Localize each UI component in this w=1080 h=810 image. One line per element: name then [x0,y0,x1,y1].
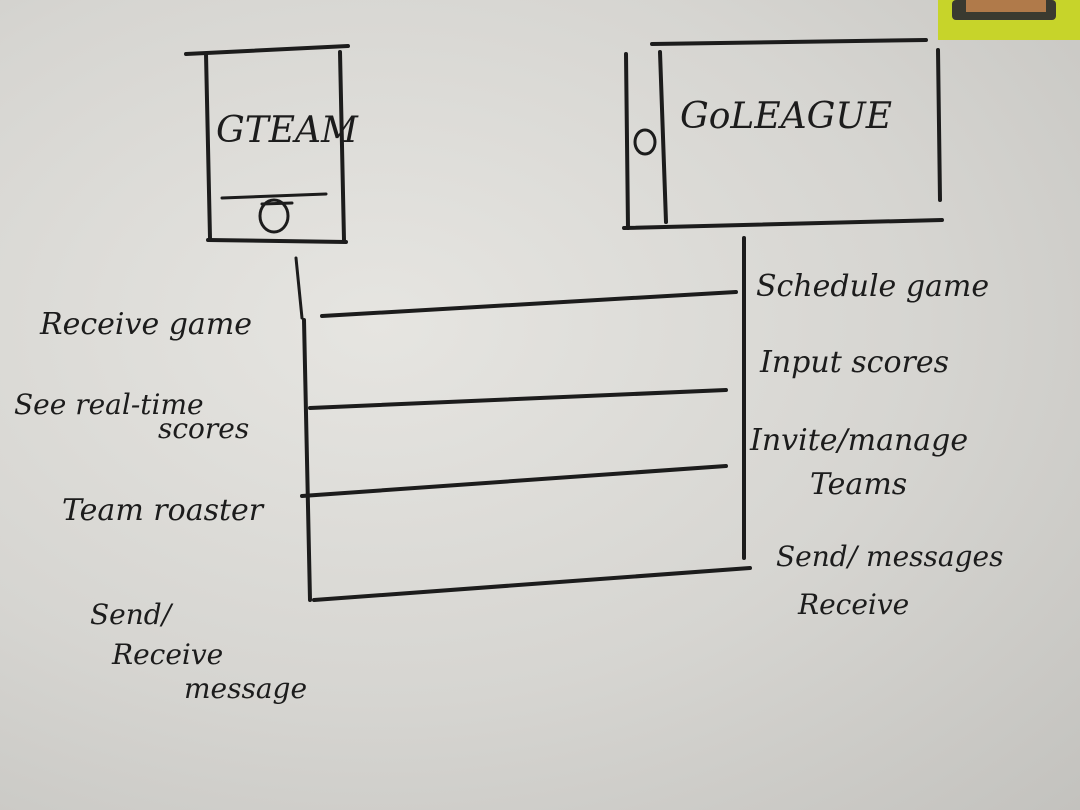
gleague-home-button-icon [635,130,655,154]
label-input-scores: Input scores [759,345,949,380]
label-schedule-game: Schedule game [756,269,989,304]
label-team-roster: Team roaster [62,493,265,528]
label-invite-manage-line1: Invite/manage [749,423,968,458]
label-send-messages-line1: Send/ messages [776,540,1003,573]
gleague-title: GoLEAGUE [680,96,892,137]
magnet-eraser [938,0,1080,40]
gteam-title: GTEAM [216,110,359,151]
label-see-scores-line2: scores [158,412,249,445]
label-send-receive-line1: Send/ [90,598,174,631]
label-invite-manage-line2: Teams [810,467,907,502]
label-send-receive-line2: Receive [111,638,223,671]
label-send-messages-line2: Receive [797,588,909,621]
label-send-receive-line3: message [184,672,307,705]
gteam-home-button-icon [260,200,292,232]
feature-table [296,238,750,600]
label-receive-game: Receive game [39,307,252,342]
